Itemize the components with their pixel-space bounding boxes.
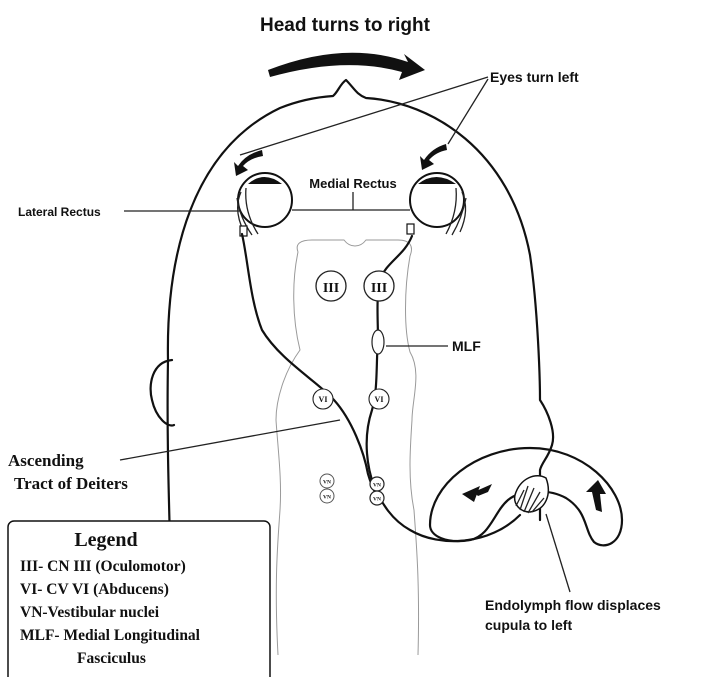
diagram-title: Head turns to right bbox=[260, 15, 431, 36]
legend-item: VI- CV VI (Abducens) bbox=[20, 581, 169, 598]
endolymph-pointer bbox=[546, 514, 570, 592]
ascending-pointer bbox=[120, 420, 340, 460]
legend-title: Legend bbox=[74, 529, 137, 551]
legend-item: III- CN III (Oculomotor) bbox=[20, 558, 186, 575]
vn-right-top-label: VN bbox=[373, 483, 381, 489]
legend-item-continuation: Fasciculus bbox=[77, 650, 146, 667]
abducens-pathway bbox=[242, 234, 378, 498]
brainstem-outline bbox=[276, 240, 419, 655]
vn-left-top-label: VN bbox=[323, 480, 331, 486]
cn3-right-label: III bbox=[371, 281, 387, 296]
eyes-turn-label: Eyes turn left bbox=[490, 69, 579, 85]
endolymph-arrow-right bbox=[586, 480, 606, 512]
mlf-label: MLF bbox=[452, 338, 481, 354]
cn3-left-label: III bbox=[323, 281, 339, 296]
right-eye-turn-arrow bbox=[420, 144, 447, 170]
legend-item: VN-Vestibular nuclei bbox=[20, 604, 160, 621]
legend: Legend III- CN III (Oculomotor) VI- CV V… bbox=[8, 521, 270, 677]
endolymph-arrow-left bbox=[462, 484, 492, 502]
legend-item: MLF- Medial Longitudinal bbox=[20, 627, 201, 644]
eyes-turn-pointer-right bbox=[448, 79, 488, 144]
vi-left-label: VI bbox=[319, 395, 328, 404]
vn-right-bottom-label: VN bbox=[373, 497, 381, 503]
ascending-label-line2: Tract of Deiters bbox=[14, 474, 128, 493]
medial-rectus-label: Medial Rectus bbox=[309, 176, 396, 191]
endolymph-label-line2: cupula to left bbox=[485, 617, 572, 633]
right-eye bbox=[407, 173, 466, 235]
lateral-rectus-label: Lateral Rectus bbox=[18, 205, 101, 219]
eyes-turn-pointer-left bbox=[240, 77, 488, 155]
mlf-node bbox=[372, 330, 384, 354]
endolymph-label-line1: Endolymph flow displaces bbox=[485, 597, 661, 613]
left-eye-turn-arrow bbox=[234, 150, 263, 176]
left-eye bbox=[237, 173, 292, 236]
head-turn-arrow bbox=[268, 53, 425, 80]
ascending-label-line1: Ascending bbox=[8, 451, 84, 470]
vi-right-label: VI bbox=[375, 395, 384, 404]
semicircular-canal bbox=[430, 448, 622, 545]
vn-left-bottom-label: VN bbox=[323, 495, 331, 501]
